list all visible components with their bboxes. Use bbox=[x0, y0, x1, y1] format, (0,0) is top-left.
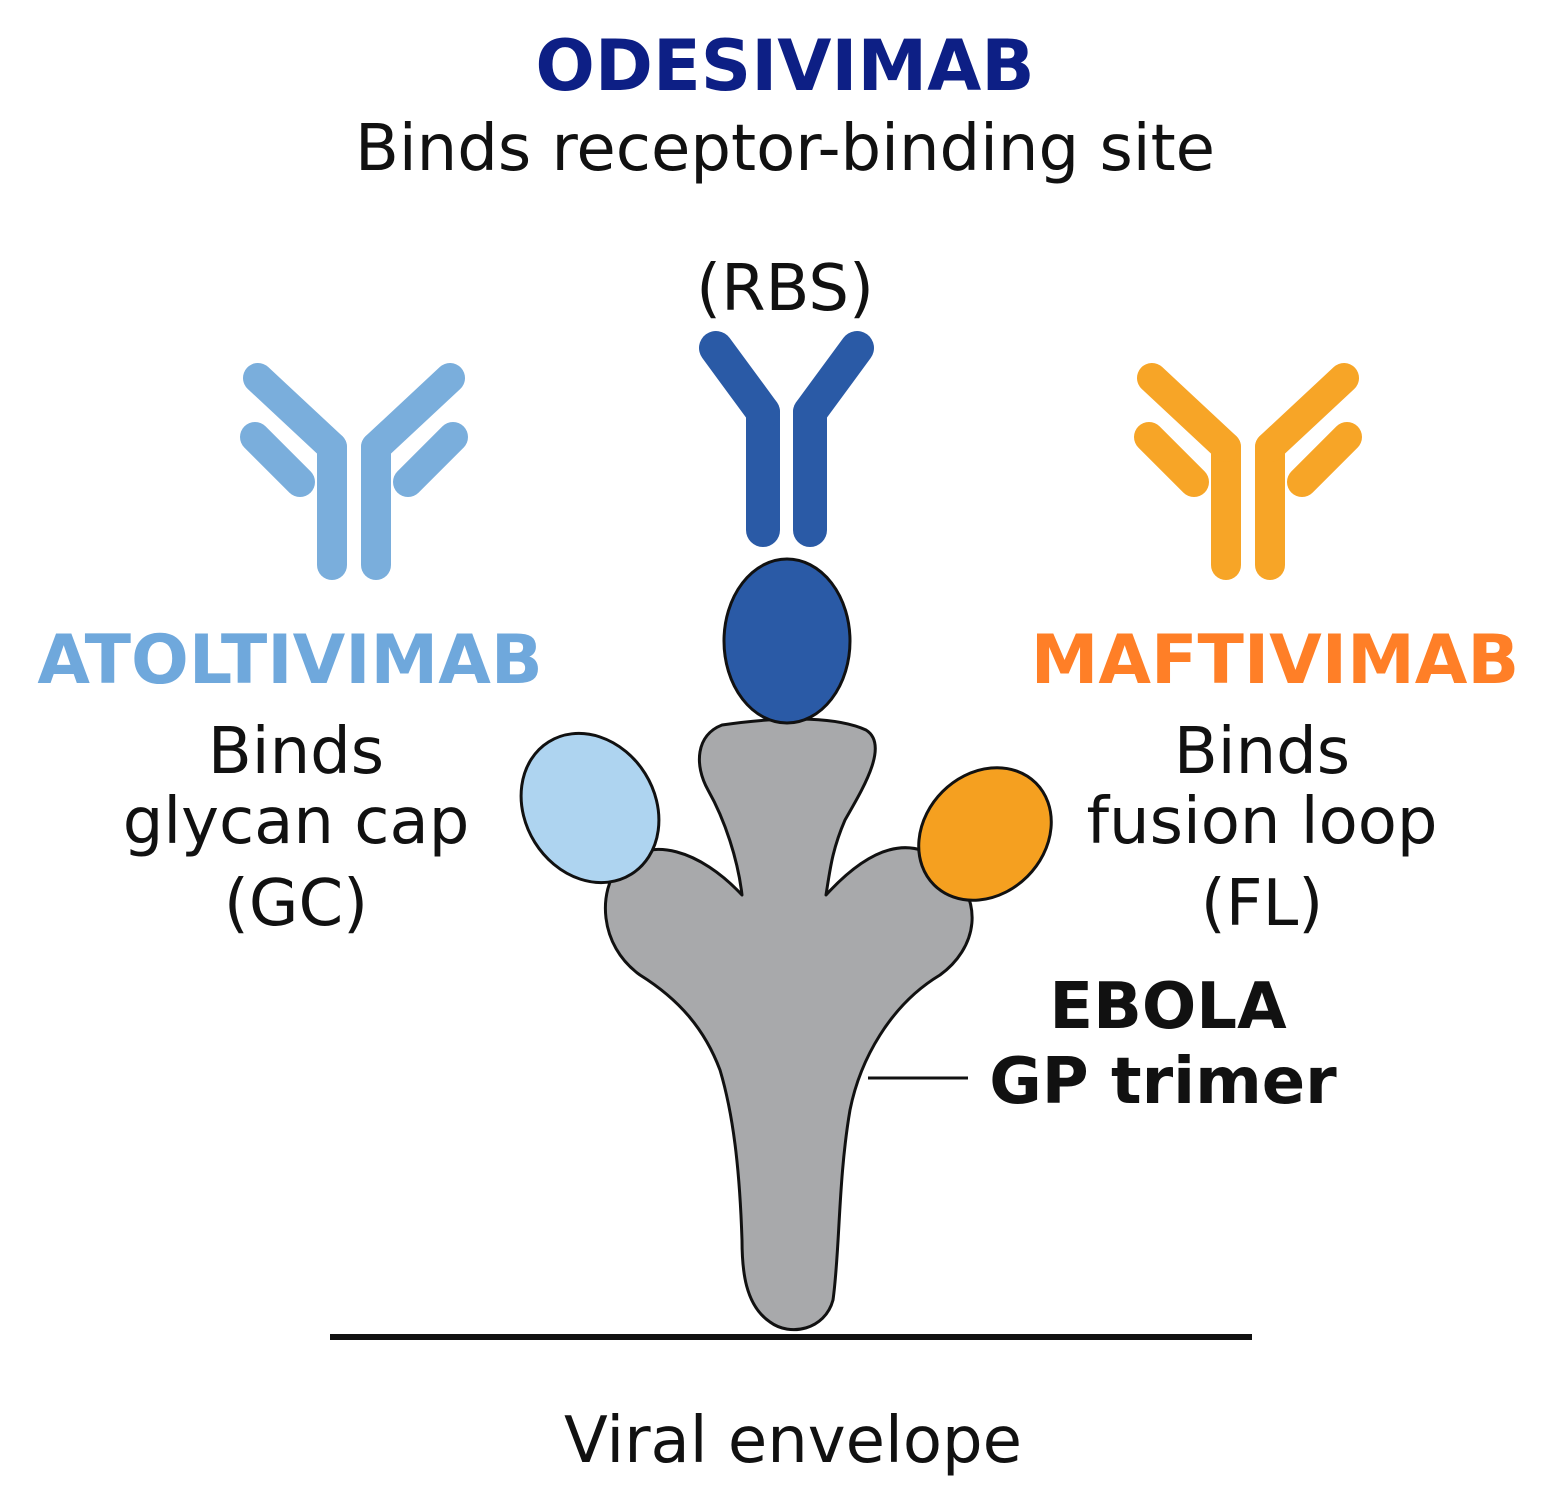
odesivimab-title: ODESIVIMAB bbox=[535, 25, 1034, 107]
atoltivimab-target: glycan cap bbox=[123, 785, 470, 859]
gp-trimer-shape bbox=[603, 717, 974, 1332]
fusion-loop-epitope bbox=[917, 766, 1053, 902]
atoltivimab-abbrev: (GC) bbox=[224, 867, 368, 941]
maftivimab-abbrev: (FL) bbox=[1201, 867, 1323, 941]
rbs-epitope bbox=[722, 557, 852, 725]
odesivimab-description: Binds receptor-binding site bbox=[355, 112, 1215, 186]
maftivimab-target: fusion loop bbox=[1087, 785, 1438, 859]
maftivimab-binds: Binds bbox=[1174, 715, 1350, 789]
atoltivimab-antibody-icon bbox=[240, 363, 468, 580]
odesivimab-rbs-label: (RBS) bbox=[696, 252, 874, 326]
maftivimab-antibody-icon bbox=[1134, 363, 1362, 580]
atoltivimab-title: ATOLTIVIMAB bbox=[37, 621, 542, 700]
glycan-cap-epitope bbox=[519, 731, 661, 885]
maftivimab-title: MAFTIVIMAB bbox=[1031, 621, 1519, 700]
gp-trimer-title: EBOLA bbox=[1049, 970, 1287, 1044]
atoltivimab-binds: Binds bbox=[208, 715, 384, 789]
viral-envelope-label: Viral envelope bbox=[564, 1404, 1022, 1478]
gp-trimer-subtitle: GP trimer bbox=[989, 1045, 1337, 1119]
odesivimab-antibody-icon bbox=[699, 331, 874, 547]
